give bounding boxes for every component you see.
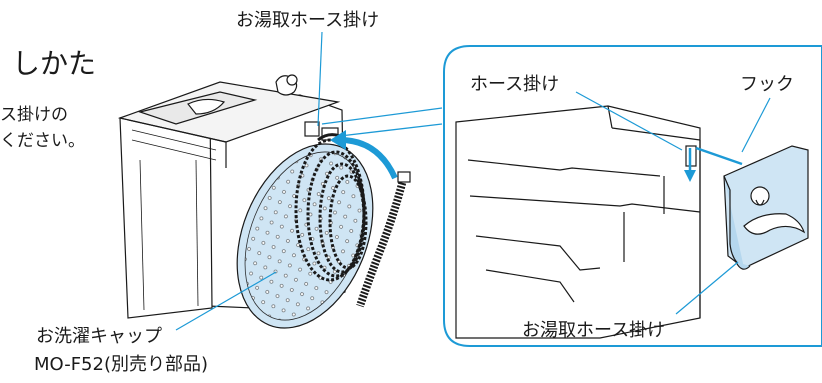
hook-connect-line [695,146,743,166]
label-detail-hook: フック [740,74,794,95]
leader-detail-hook [741,97,771,153]
wash-cap [236,143,374,329]
body-text-line2: ください。 [0,131,85,151]
hang-direction-arrow [339,137,398,180]
leader-wash-cap [175,271,277,331]
label-wash-cap-model: MO-F52(別売り部品) [34,354,208,375]
callout-line-lower [339,123,443,137]
detail-callout [443,45,822,347]
hook-part [723,145,809,270]
label-detail-hose-hanger: ホース掛け [470,74,560,95]
body-text-line1: ス掛けの [0,105,68,125]
hang-direction-arrowhead [330,130,346,150]
label-wash-cap-name: お洗濯キャップ [36,326,162,347]
leader-detail-hanger [575,91,683,151]
label-detail-bottom-hose-hanger: お湯取ホース掛け [522,320,666,341]
detail-machine-corner [455,105,701,339]
hanger-down-arrowhead [684,170,696,182]
coiled-hose [294,133,411,308]
leader-top-hanger [317,31,323,127]
heading-fragment: しかた [12,47,97,80]
callout-line-upper [321,107,443,125]
label-top-hose-hanger: お湯取ホース掛け [236,10,380,31]
leader-detail-bottom-hanger [675,261,739,315]
